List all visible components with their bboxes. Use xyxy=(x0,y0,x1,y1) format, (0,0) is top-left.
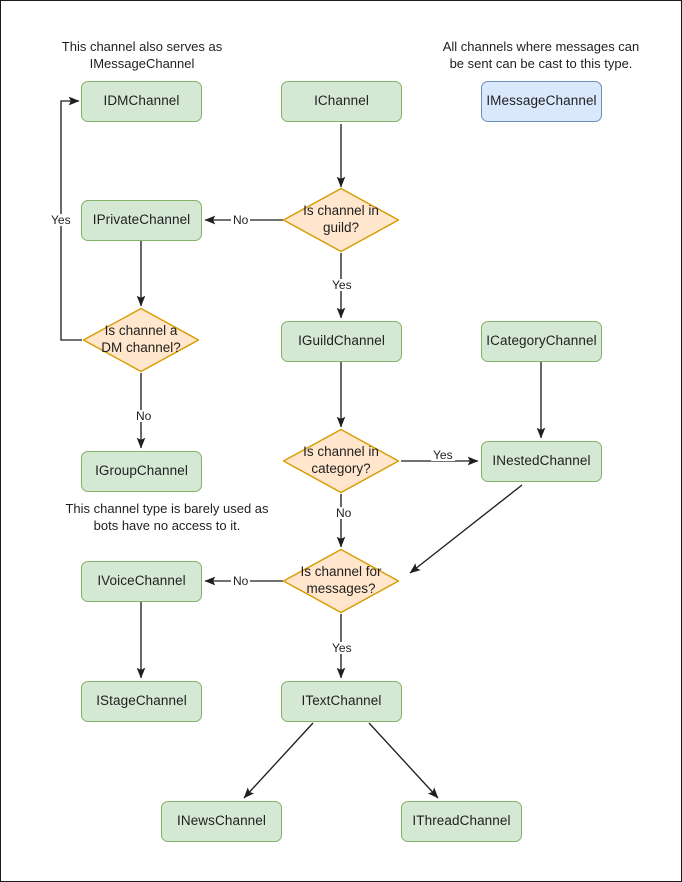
decision-label: Is channel for messages? xyxy=(300,564,382,596)
node-iprivatechannel[interactable]: IPrivateChannel xyxy=(81,200,202,241)
node-ithreadchannel[interactable]: IThreadChannel xyxy=(401,801,522,842)
edge-label-messages-yes: Yes xyxy=(330,641,354,655)
note-message-channel: All channels where messages can be sent … xyxy=(442,39,640,72)
note-dm-channel: This channel also serves as IMessageChan… xyxy=(61,39,223,72)
node-icategorychannel[interactable]: ICategoryChannel xyxy=(481,321,602,362)
edge-itextchannel-to-inewschannel xyxy=(243,722,314,799)
decision-is-channel-in-category[interactable]: Is channel in category? xyxy=(282,428,400,494)
node-ivoicechannel[interactable]: IVoiceChannel xyxy=(81,561,202,602)
node-idmchannel[interactable]: IDMChannel xyxy=(81,81,202,122)
edge-itextchannel-to-ithreadchannel xyxy=(368,722,439,799)
node-itextchannel[interactable]: ITextChannel xyxy=(281,681,402,722)
edge-label-category-no: No xyxy=(334,506,354,520)
note-group-channel: This channel type is barely used as bots… xyxy=(65,501,269,534)
node-iguildchannel[interactable]: IGuildChannel xyxy=(281,321,402,362)
node-igroupchannel[interactable]: IGroupChannel xyxy=(81,451,202,492)
node-istagechannel[interactable]: IStageChannel xyxy=(81,681,202,722)
decision-is-channel-for-messages[interactable]: Is channel for messages? xyxy=(282,548,400,614)
edge-label-guild-yes: Yes xyxy=(330,278,354,292)
decision-label: Is channel a DM channel? xyxy=(101,323,181,355)
edge-label-guild-no: No xyxy=(231,213,251,227)
decision-label: Is channel in guild? xyxy=(303,203,379,235)
edge-label-category-yes: Yes xyxy=(431,448,455,462)
node-inewschannel[interactable]: INewsChannel xyxy=(161,801,282,842)
decision-is-channel-a-dm-channel[interactable]: Is channel a DM channel? xyxy=(82,307,200,373)
edge-label-dm-yes: Yes xyxy=(49,213,73,227)
node-imessagechannel[interactable]: IMessageChannel xyxy=(481,81,602,122)
edge-inestedchannel-to-messages-decision xyxy=(409,484,523,574)
node-inestedchannel[interactable]: INestedChannel xyxy=(481,441,602,482)
node-ichannel[interactable]: IChannel xyxy=(281,81,402,122)
edge-label-dm-no: No xyxy=(134,409,154,423)
edge-label-messages-no: No xyxy=(231,574,251,588)
decision-label: Is channel in category? xyxy=(303,444,379,476)
decision-is-channel-in-guild[interactable]: Is channel in guild? xyxy=(282,187,400,253)
